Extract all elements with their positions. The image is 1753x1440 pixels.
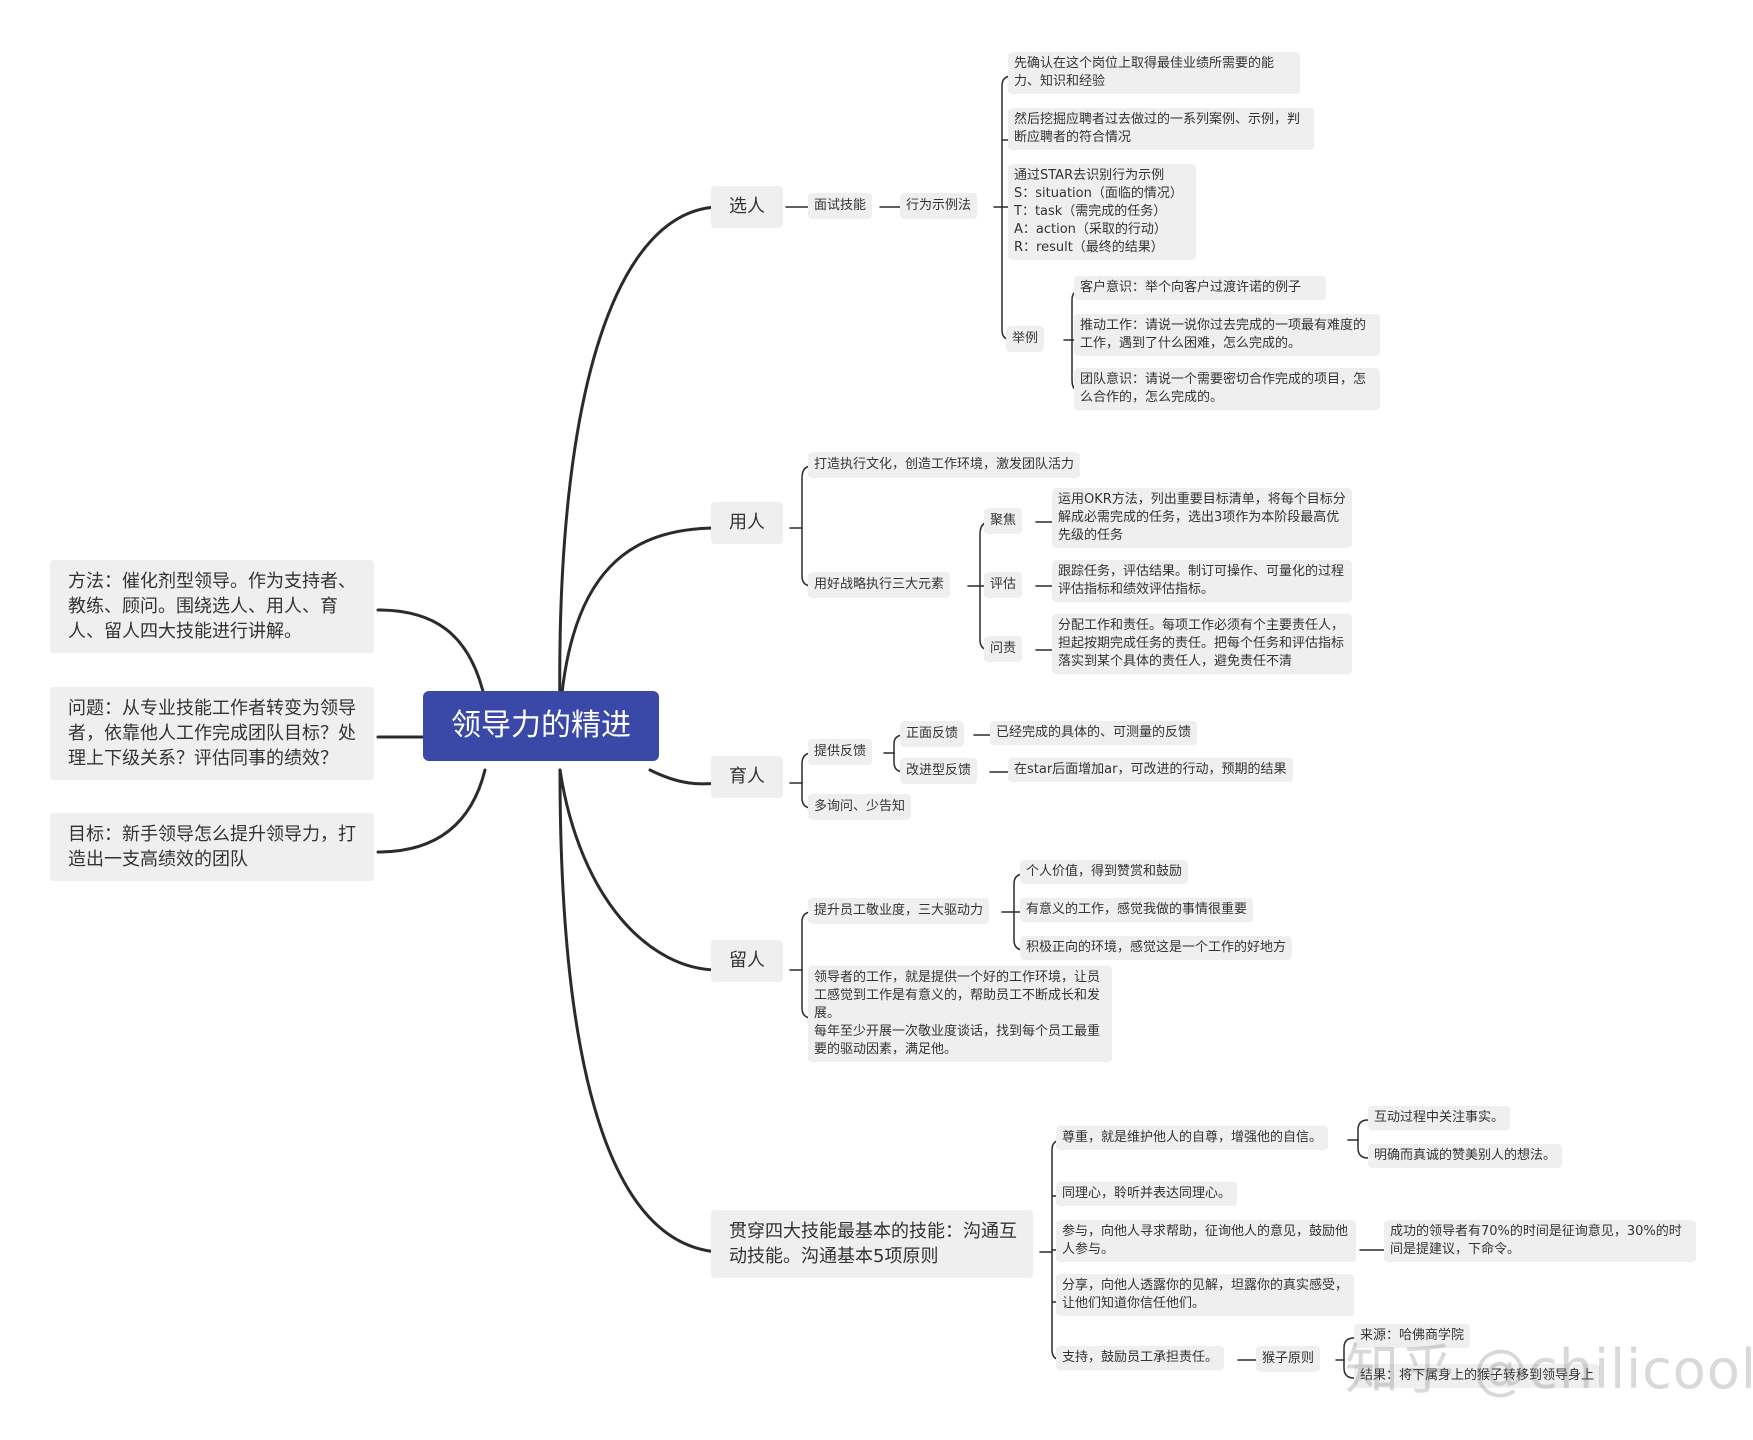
interview-skill[interactable]: 面试技能 (808, 193, 873, 219)
provide-feedback[interactable]: 提供反馈 (808, 739, 873, 765)
principle-empathy[interactable]: 同理心，聆听并表达同理心。 (1056, 1182, 1238, 1206)
positive-feedback-text[interactable]: 已经完成的具体的、可测量的反馈 (990, 721, 1198, 745)
behavior-step-2[interactable]: 然后挖掘应聘者过去做过的一系列案例、示例，判断应聘者的符合情况 (1008, 108, 1314, 150)
link-root-xuanren (558, 205, 720, 717)
example-drive-work[interactable]: 推动工作：请说一说你过去完成的一项最有难度的工作，遇到了什么困难，怎么完成的。 (1074, 314, 1380, 356)
monkey-source[interactable]: 来源：哈佛商学院 (1354, 1324, 1471, 1348)
branch-liuren[interactable]: 留人 (711, 940, 783, 982)
focus-text[interactable]: 运用OKR方法，列出重要目标清单，将每个目标分解成必需完成的任务，选出3项作为本… (1052, 488, 1352, 548)
link-root-method (376, 608, 487, 702)
principle-share[interactable]: 分享，向他人透露你的见解，坦露你的真实感受，让他们知道你信任他们。 (1056, 1274, 1354, 1316)
behavior-step-1[interactable]: 先确认在这个岗位上取得最佳业绩所需要的能力、知识和经验 (1008, 52, 1300, 94)
branch-yuren[interactable]: 育人 (711, 756, 783, 798)
watermark: 知乎 @chilicool (1345, 1338, 1753, 1401)
link-root-yuren (648, 768, 720, 786)
respect-facts[interactable]: 互动过程中关注事实。 (1368, 1106, 1511, 1130)
root-topic[interactable]: 领导力的精进 (423, 691, 659, 761)
behavior-example-method[interactable]: 行为示例法 (900, 193, 978, 219)
link-root-goutong (558, 768, 720, 1254)
principle-respect[interactable]: 尊重，就是维护他人的自尊，增强他的自信。 (1056, 1126, 1329, 1150)
method-note[interactable]: 方法：催化剂型领导。作为支持者、教练、顾问。围绕选人、用人、育人、留人四大技能进… (50, 560, 374, 653)
execution-culture[interactable]: 打造执行文化，创造工作环境，激发团队活力 (808, 452, 1081, 478)
leader-work-note[interactable]: 领导者的工作，就是提供一个好的工作环境，让员工感觉到工作是有意义的，帮助员工不断… (808, 966, 1112, 1062)
strategy-elements[interactable]: 用好战略执行三大元素 (808, 572, 951, 598)
example-label[interactable]: 举例 (1006, 326, 1045, 352)
link-root-yongren (558, 526, 720, 717)
participate-note[interactable]: 成功的领导者有70%的时间是征询意见，30%的时间是提建议，下命令。 (1384, 1220, 1696, 1262)
evaluate-text[interactable]: 跟踪任务，评估结果。制订可操作、可量化的过程评估指标和绩效评估指标。 (1052, 560, 1352, 602)
link-root-liuren (558, 768, 720, 972)
driver-personal-value[interactable]: 个人价值，得到赞赏和鼓励 (1020, 860, 1189, 884)
example-teamwork[interactable]: 团队意识：请说一个需要密切合作完成的项目，怎么合作的，怎么完成的。 (1074, 368, 1380, 410)
goal-note[interactable]: 目标：新手领导怎么提升领导力，打造出一支高绩效的团队 (50, 813, 374, 881)
link-root-goal (376, 768, 487, 854)
focus-label[interactable]: 聚焦 (984, 508, 1023, 534)
employee-engagement[interactable]: 提升员工敬业度，三大驱动力 (808, 898, 990, 924)
branch-goutong[interactable]: 贯穿四大技能最基本的技能：沟通互动技能。沟通基本5项原则 (711, 1210, 1033, 1278)
ask-more-tell-less[interactable]: 多询问、少告知 (808, 794, 912, 820)
positive-feedback[interactable]: 正面反馈 (900, 721, 965, 747)
driver-positive-environment[interactable]: 积极正向的环境，感觉这是一个工作的好地方 (1020, 936, 1293, 960)
monkey-result[interactable]: 结果：将下属身上的猴子转移到领导身上 (1354, 1364, 1601, 1388)
driver-meaningful-work[interactable]: 有意义的工作，感觉我做的事情很重要 (1020, 898, 1254, 922)
star-method[interactable]: 通过STAR去识别行为示例 S：situation（面临的情况） T：task（… (1008, 164, 1196, 260)
branch-yongren[interactable]: 用人 (711, 502, 783, 544)
accountability-text[interactable]: 分配工作和责任。每项工作必须有个主要责任人，担起按期完成任务的责任。把每个任务和… (1052, 614, 1352, 674)
improvement-feedback-text[interactable]: 在star后面增加ar，可改进的行动，预期的结果 (1008, 758, 1293, 782)
principle-participate[interactable]: 参与，向他人寻求帮助，征询他人的意见，鼓励他人参与。 (1056, 1220, 1356, 1262)
evaluate-label[interactable]: 评估 (984, 572, 1023, 598)
monkey-principle[interactable]: 猴子原则 (1256, 1346, 1321, 1372)
principle-support[interactable]: 支持，鼓励员工承担责任。 (1056, 1346, 1225, 1370)
branch-xuanren[interactable]: 选人 (711, 186, 783, 228)
respect-praise[interactable]: 明确而真诚的赞美别人的想法。 (1368, 1144, 1563, 1168)
problem-note[interactable]: 问题：从专业技能工作者转变为领导者，依靠他人工作完成团队目标？处理上下级关系？评… (50, 687, 374, 780)
example-customer[interactable]: 客户意识：举个向客户过渡许诺的例子 (1074, 276, 1326, 300)
accountability-label[interactable]: 问责 (984, 636, 1023, 662)
improvement-feedback[interactable]: 改进型反馈 (900, 758, 978, 784)
